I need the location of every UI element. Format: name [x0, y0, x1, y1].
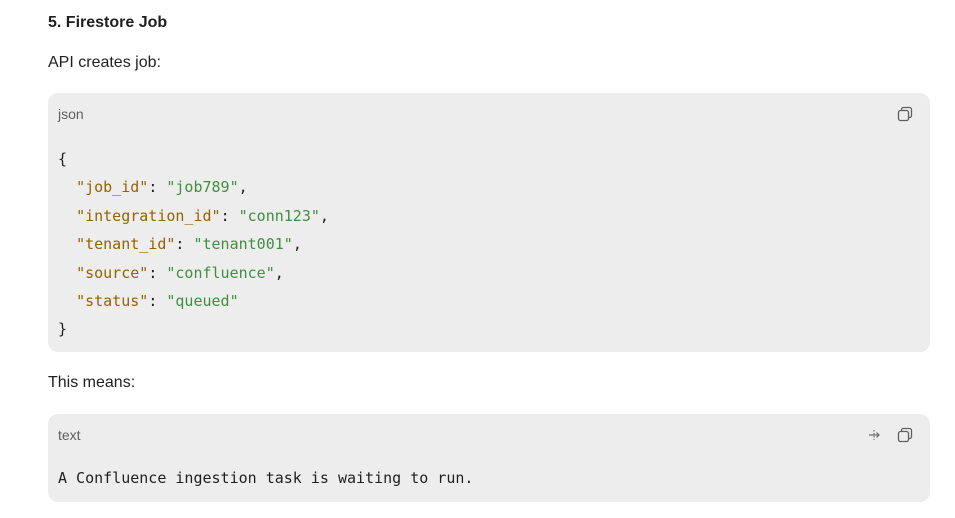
json-value: "confluence"	[166, 263, 275, 282]
intro-text: API creates job:	[48, 54, 161, 71]
code-toolbar	[896, 105, 914, 123]
text-code: A Confluence ingestion task is waiting t…	[58, 469, 474, 487]
json-value: "queued"	[166, 292, 239, 311]
json-key: "integration_id"	[76, 206, 221, 225]
json-code: { "job_id": "job789", "integration_id": …	[58, 150, 329, 339]
text-code-block: text A Confluence ingestion task is wait…	[48, 414, 930, 502]
json-comma: ,	[238, 178, 248, 197]
code-language-label: text	[58, 427, 81, 443]
json-code-block: json { "job_id": "job789", "integration_…	[48, 93, 930, 352]
close-brace: }	[58, 320, 68, 339]
code-language-label: json	[58, 106, 84, 122]
copy-icon[interactable]	[896, 105, 914, 123]
json-value: "tenant001"	[193, 235, 293, 254]
json-key: "source"	[76, 263, 149, 282]
open-brace: {	[58, 150, 68, 168]
code-toolbar	[866, 426, 914, 444]
json-key: "tenant_id"	[76, 235, 176, 254]
json-value: "job789"	[166, 178, 239, 197]
json-key: "status"	[76, 292, 149, 311]
json-comma: ,	[292, 235, 302, 254]
section-heading: 5. Firestore Job	[48, 14, 168, 31]
json-key: "job_id"	[76, 178, 149, 197]
copy-icon[interactable]	[896, 426, 914, 444]
json-value: "conn123"	[238, 206, 320, 225]
json-comma: ,	[319, 206, 329, 225]
json-comma: ,	[274, 263, 284, 282]
wrap-icon[interactable]	[866, 426, 884, 444]
explain-text: This means:	[48, 374, 136, 391]
